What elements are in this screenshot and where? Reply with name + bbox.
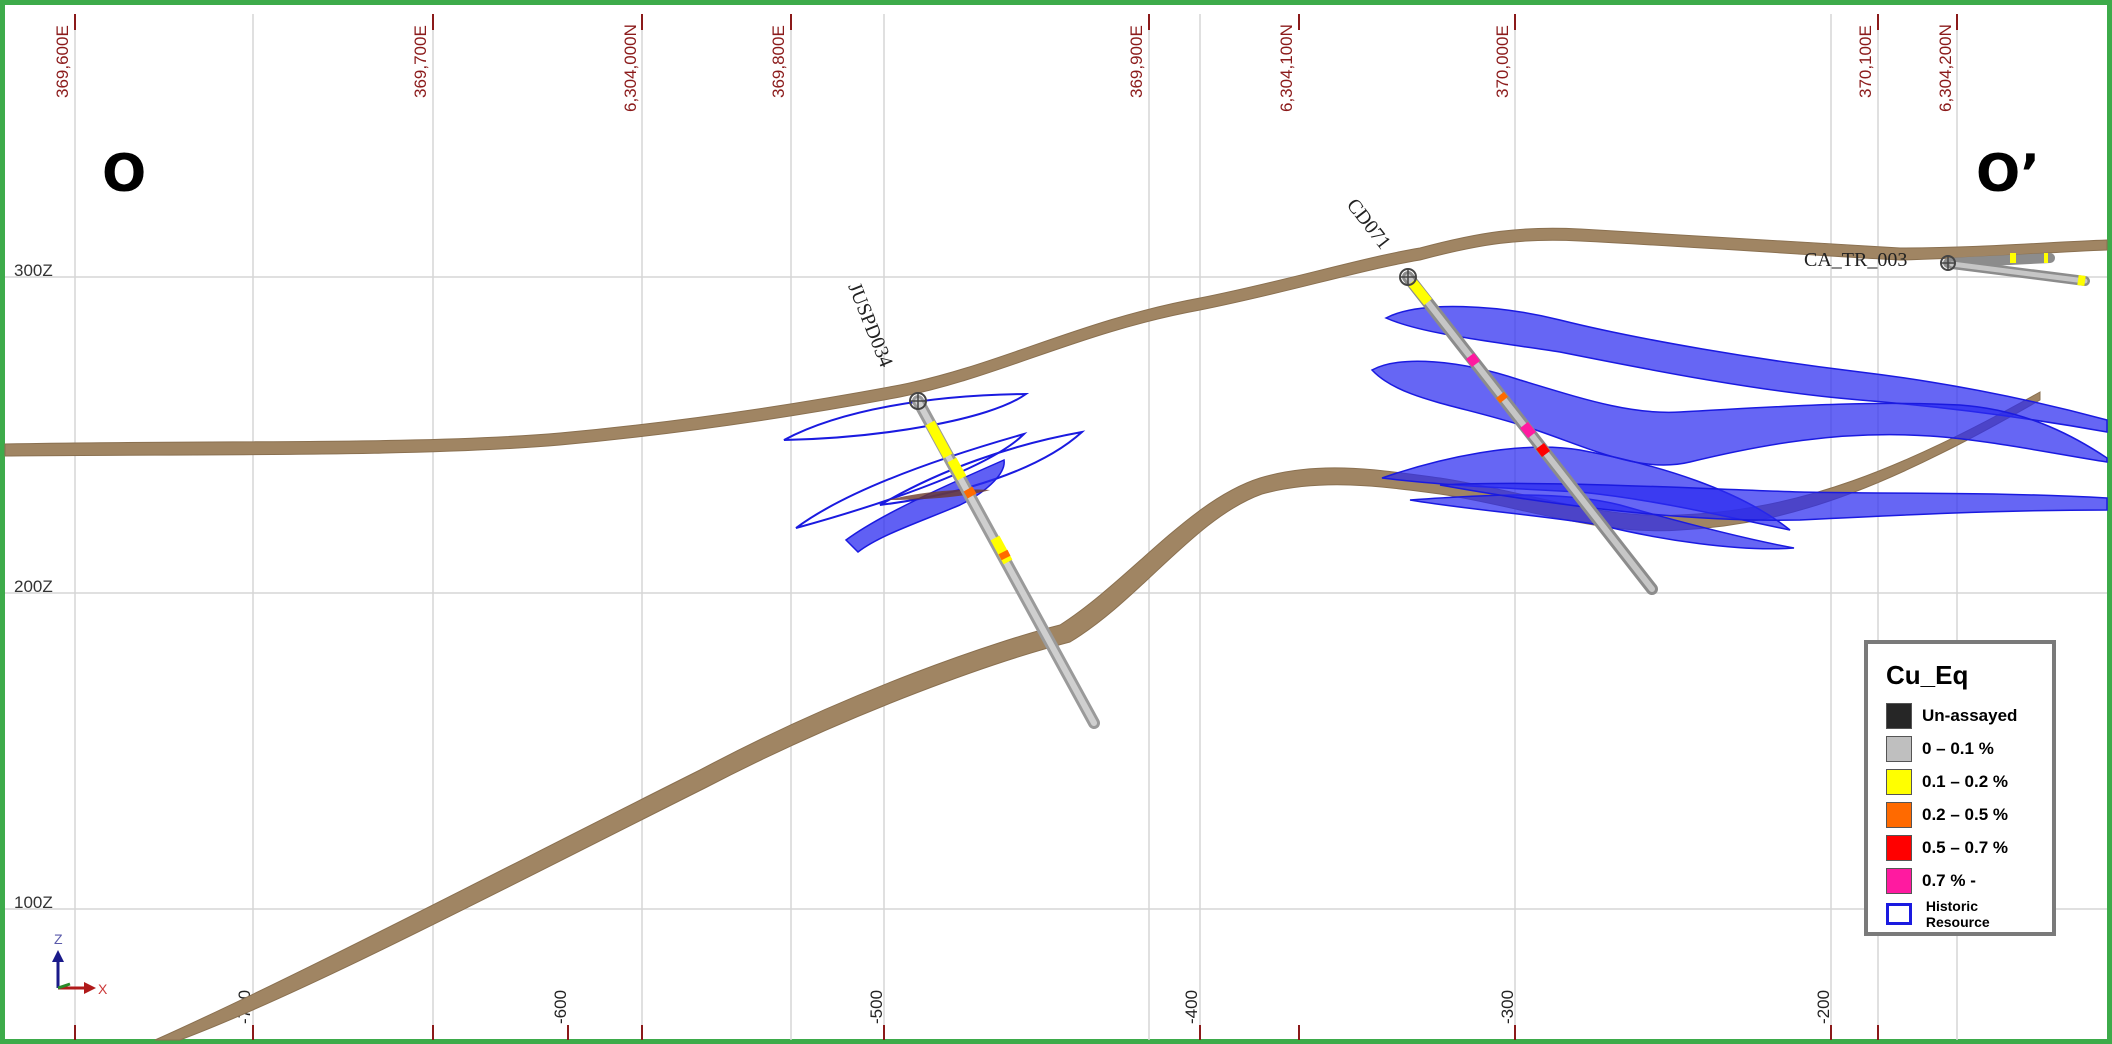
legend-item: 0.7 % - [1886, 864, 2034, 897]
top-tick-marks [74, 14, 1958, 30]
top-tick-label: 369,600E [53, 25, 72, 98]
legend-item: Un-assayed [1886, 699, 2034, 732]
legend-label: 0.5 – 0.7 % [1922, 837, 2009, 857]
legend-label: 0.7 % - [1922, 870, 1976, 890]
legend-swatch [1886, 867, 1912, 894]
legend-label: 0 – 0.1 % [1922, 738, 1994, 758]
bottom-tick-label: -500 [867, 990, 886, 1024]
bottom-tick-label: -600 [551, 990, 570, 1024]
top-tick-label: 6,304,100N [1277, 24, 1296, 112]
top-tick-label: 369,800E [769, 25, 788, 98]
bottom-tick-marks [74, 1025, 1879, 1040]
top-axis-labels: 369,600E 369,700E 6,304,000N 369,800E 36… [53, 24, 1955, 112]
legend-label: 0.1 – 0.2 % [1922, 771, 2009, 791]
drillhole-juspd034[interactable] [909, 392, 1100, 729]
bottom-axis-labels: -700 -600 -500 -400 -300 -200 [235, 990, 1833, 1024]
legend-label: Historic Resource [1925, 897, 1990, 930]
bottom-tick-label: -300 [1498, 990, 1517, 1024]
vertical-gridlines [74, 14, 1958, 1040]
legend-swatch [1886, 768, 1912, 795]
legend-item: 0.2 – 0.5 % [1886, 798, 2034, 831]
legend-swatch [1886, 834, 1912, 861]
legend-label: Un-assayed [1922, 705, 2018, 725]
top-tick-label: 369,900E [1127, 25, 1146, 98]
axis-gizmo-x-label: X [98, 981, 108, 997]
legend-swatch [1886, 702, 1912, 729]
legend-swatch-outline [1886, 902, 1912, 925]
top-tick-label: 370,100E [1856, 25, 1875, 98]
drillhole-ca-tr-003[interactable] [1940, 253, 2090, 286]
legend-label: 0.2 – 0.5 % [1922, 804, 2009, 824]
top-tick-label: 369,700E [411, 25, 430, 98]
section-start-label: O [102, 144, 147, 204]
drillhole-cd071[interactable] [1399, 268, 1658, 595]
elevation-label: 300Z [14, 261, 53, 280]
top-tick-label: 370,000E [1493, 25, 1512, 98]
top-tick-label: 6,304,000N [621, 24, 640, 112]
legend-swatch [1886, 735, 1912, 762]
bottom-tick-label: -400 [1182, 990, 1201, 1024]
drillhole-label-ca-tr-003: CA_TR_003 [1804, 249, 1907, 271]
legend-item: 0.1 – 0.2 % [1886, 765, 2034, 798]
axis-gizmo: Z X [52, 931, 108, 997]
horizontal-gridlines [5, 276, 2107, 910]
elevation-label: 200Z [14, 577, 53, 596]
top-tick-label: 6,304,200N [1936, 24, 1955, 112]
bottom-tick-label: -200 [1814, 990, 1833, 1024]
legend-swatch [1886, 801, 1912, 828]
section-end-label: O’ [1976, 144, 2040, 204]
drillhole-label-juspd034: JUSPD034 [843, 280, 897, 371]
legend: Cu_Eq Un-assayed 0 – 0.1 % 0.1 – 0.2 % 0… [1864, 640, 2056, 936]
terrain-surface-lower [154, 391, 2041, 1041]
legend-title: Cu_Eq [1886, 660, 1969, 690]
terrain-surface-upper [4, 227, 2108, 457]
legend-item: 0.5 – 0.7 % [1886, 831, 2034, 864]
legend-item: Historic Resource [1886, 897, 2034, 930]
legend-item: 0 – 0.1 % [1886, 732, 2034, 765]
historic-resource-solids-east [1370, 305, 2108, 550]
elevation-label: 100Z [14, 893, 53, 912]
axis-gizmo-z-label: Z [54, 931, 63, 947]
drillhole-label-cd071: CD071 [1342, 195, 1395, 254]
